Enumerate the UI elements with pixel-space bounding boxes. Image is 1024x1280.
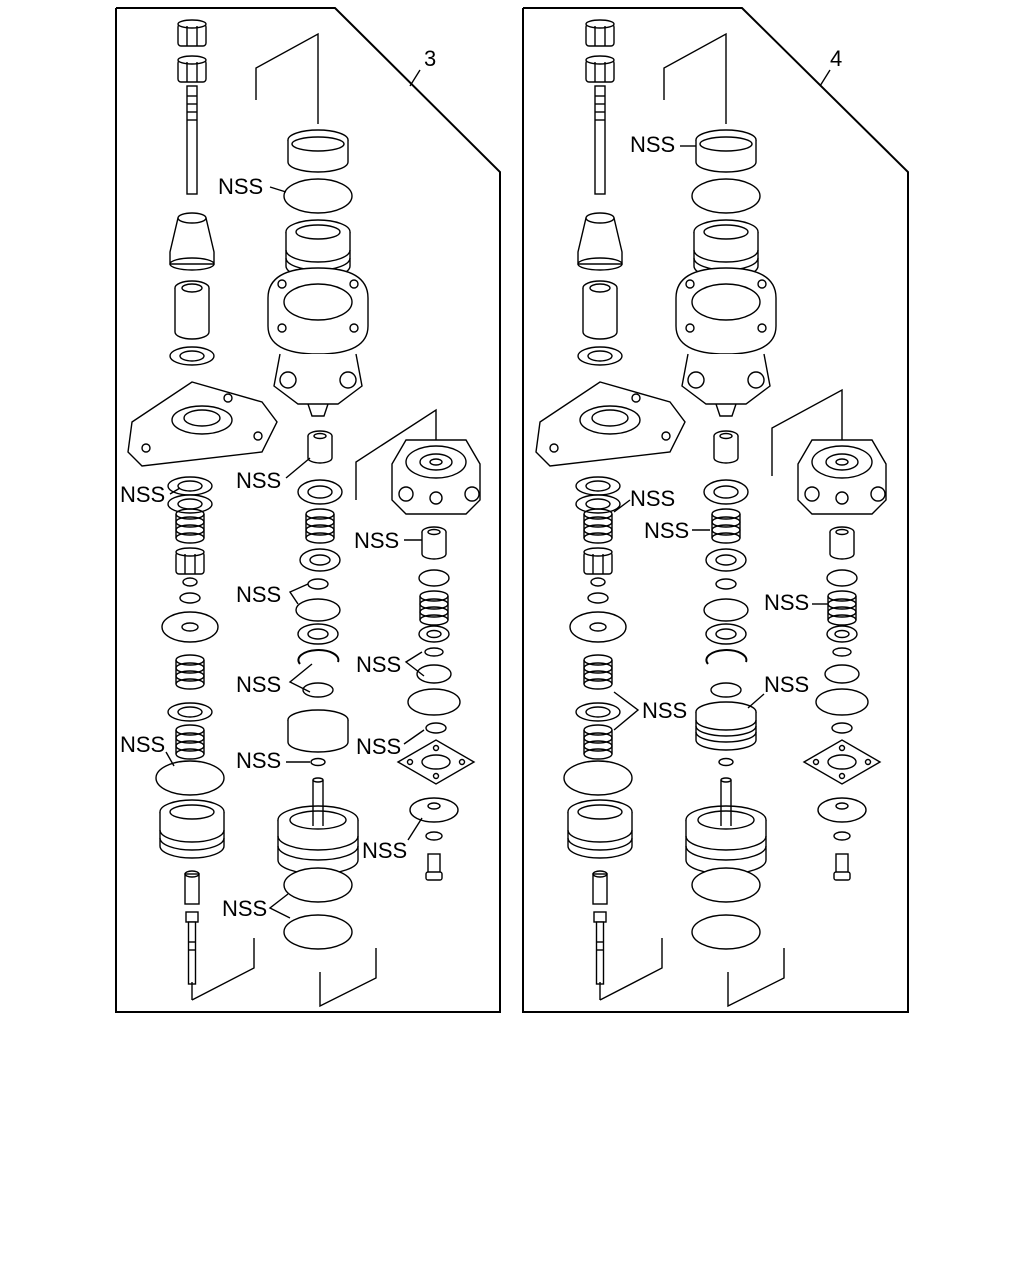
- panel-3-number: 3: [424, 46, 436, 71]
- nss-label: NSS: [236, 748, 281, 773]
- nss-label: NSS: [764, 590, 809, 615]
- middle-column-parts: [255, 32, 377, 1008]
- nss-label: NSS: [236, 672, 281, 697]
- right-column-parts: [771, 388, 887, 881]
- nss-label: NSS: [120, 732, 165, 757]
- panel-3: 3: [115, 7, 501, 1013]
- right-column-parts: [355, 408, 481, 881]
- nss-label: NSS: [222, 896, 267, 921]
- nss-label: NSS: [642, 698, 687, 723]
- nss-label: NSS: [644, 518, 689, 543]
- panel-4-callouts: NSS NSS NSS NSS NSS NSS: [613, 132, 828, 731]
- nss-label: NSS: [120, 482, 165, 507]
- nss-label: NSS: [236, 468, 281, 493]
- panel-4-frame: [522, 7, 909, 1013]
- nss-label: NSS: [356, 652, 401, 677]
- middle-column-parts: [663, 32, 785, 1008]
- nss-label: NSS: [356, 734, 401, 759]
- nss-label: NSS: [764, 672, 809, 697]
- panel-3-frame: [115, 7, 501, 1013]
- nss-label: NSS: [630, 132, 675, 157]
- nss-label: NSS: [362, 838, 407, 863]
- left-column-parts: [535, 19, 686, 1001]
- panel-4: 4: [522, 7, 909, 1013]
- nss-label: NSS: [236, 582, 281, 607]
- nss-label: NSS: [354, 528, 399, 553]
- panel-4-number: 4: [830, 46, 842, 71]
- left-column-parts: [127, 19, 278, 1001]
- panel-3-callouts: NSS NSS NSS NSS NSS NSS NSS NSS NSS NSS …: [120, 174, 425, 921]
- nss-label: NSS: [218, 174, 263, 199]
- valve-guide: [169, 212, 215, 271]
- nss-label: NSS: [630, 486, 675, 511]
